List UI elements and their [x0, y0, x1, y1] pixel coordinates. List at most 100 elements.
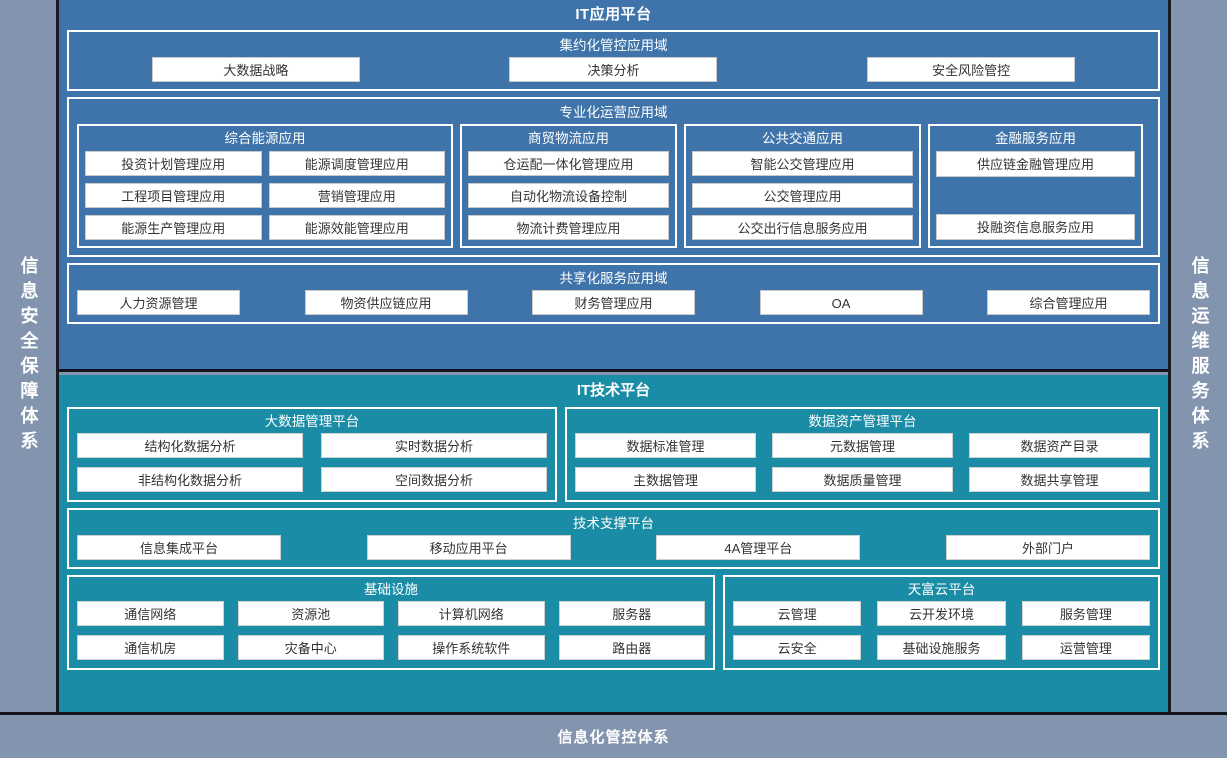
- app-item-big-data-strategy[interactable]: 大数据战略: [151, 57, 360, 82]
- tech-item-realtime-data-analysis[interactable]: 实时数据分析: [321, 433, 547, 458]
- subdomain-trade-logistics: 商贸物流应用 仓运配一体化管理应用 自动化物流设备控制 物流计费管理应用: [460, 124, 677, 248]
- app-item-financial-management[interactable]: 财务管理应用: [532, 290, 695, 315]
- app-item-energy-production-management[interactable]: 能源生产管理应用: [85, 215, 262, 240]
- group-data-asset-title: 数据资产管理平台: [808, 414, 917, 429]
- group-infrastructure-items: 通信网络 资源池 计算机网络 服务器 通信机房 灾备中心 操作系统软件 路由器: [77, 601, 705, 660]
- tech-item-structured-data-analysis[interactable]: 结构化数据分析: [77, 433, 303, 458]
- subdomain-public-transport-title: 公共交通应用: [762, 131, 843, 146]
- tech-item-service-management[interactable]: 服务管理: [1021, 601, 1150, 626]
- app-item-energy-dispatch-management[interactable]: 能源调度管理应用: [268, 151, 445, 176]
- domain-professional-title: 专业化运营应用域: [559, 105, 668, 120]
- tech-item-data-quality-management[interactable]: 数据质量管理: [772, 467, 953, 492]
- tech-item-4a-management-platform[interactable]: 4A管理平台: [656, 535, 861, 560]
- tech-item-infrastructure-service[interactable]: 基础设施服务: [877, 635, 1006, 660]
- tech-item-disaster-recovery-center[interactable]: 灾备中心: [237, 635, 384, 660]
- app-item-logistics-billing-management[interactable]: 物流计费管理应用: [468, 215, 669, 240]
- tech-item-information-integration-platform[interactable]: 信息集成平台: [77, 535, 281, 560]
- tech-row-infrastructure: 基础设施 通信网络 资源池 计算机网络 服务器 通信机房 灾备中心 操作系统软件…: [67, 575, 1160, 670]
- tech-item-resource-pool[interactable]: 资源池: [237, 601, 384, 626]
- app-item-investment-plan-management[interactable]: 投资计划管理应用: [85, 151, 262, 176]
- domain-professional-columns: 综合能源应用 投资计划管理应用 能源调度管理应用 工程项目管理应用 营销管理应用…: [77, 124, 1150, 248]
- tech-item-communication-network[interactable]: 通信网络: [77, 601, 224, 626]
- app-item-material-supply-chain[interactable]: 物资供应链应用: [304, 290, 468, 315]
- tech-item-computer-network[interactable]: 计算机网络: [398, 601, 545, 626]
- tech-item-spatial-data-analysis[interactable]: 空间数据分析: [321, 467, 547, 492]
- app-item-bus-travel-information-service[interactable]: 公交出行信息服务应用: [692, 215, 913, 240]
- tech-item-data-standard-management[interactable]: 数据标准管理: [575, 433, 756, 458]
- domain-shared-services: 共享化服务应用域 人力资源管理 物资供应链应用 财务管理应用 OA 综合管理应用: [67, 263, 1160, 324]
- tech-item-cloud-dev-environment[interactable]: 云开发环境: [877, 601, 1006, 626]
- app-item-decision-analysis[interactable]: 决策分析: [509, 57, 718, 82]
- app-item-comprehensive-management[interactable]: 综合管理应用: [987, 290, 1150, 315]
- domain-shared-title: 共享化服务应用域: [559, 271, 668, 286]
- subdomain-financial-services-items: 供应链金融管理应用 投融资信息服务应用: [936, 151, 1135, 241]
- group-technical-support-title: 技术支撑平台: [573, 516, 654, 531]
- domain-intensive-items: 大数据战略 决策分析 安全风险管控: [77, 57, 1150, 82]
- right-sidebar-it-operations: 信息运维服务体系: [1171, 0, 1227, 712]
- right-sidebar-label: 信息运维服务体系: [1189, 256, 1210, 456]
- tech-item-data-asset-catalog[interactable]: 数据资产目录: [969, 433, 1150, 458]
- technology-platform-title: IT技术平台: [576, 382, 651, 399]
- left-sidebar-label: 信息安全保障体系: [18, 256, 39, 456]
- app-item-energy-efficiency-management[interactable]: 能源效能管理应用: [268, 215, 445, 240]
- tech-item-mobile-application-platform[interactable]: 移动应用平台: [366, 535, 571, 560]
- app-item-placeholder: [936, 184, 1135, 208]
- domain-professional-operations: 专业化运营应用域 综合能源应用 投资计划管理应用 能源调度管理应用 工程项目管理…: [67, 97, 1160, 257]
- app-item-bus-management[interactable]: 公交管理应用: [692, 183, 913, 208]
- tech-row-data-platforms: 大数据管理平台 结构化数据分析 实时数据分析 非结构化数据分析 空间数据分析 数…: [67, 407, 1160, 502]
- tech-item-communication-room[interactable]: 通信机房: [77, 635, 224, 660]
- subdomain-public-transport-items: 智能公交管理应用 公交管理应用 公交出行信息服务应用: [692, 151, 913, 240]
- tech-item-operation-management[interactable]: 运营管理: [1021, 635, 1150, 660]
- app-item-oa[interactable]: OA: [759, 290, 923, 315]
- subdomain-financial-services-title: 金融服务应用: [995, 131, 1076, 146]
- group-cloud-items: 云管理 云开发环境 服务管理 云安全 基础设施服务 运营管理: [733, 601, 1150, 660]
- app-item-supply-chain-finance-management[interactable]: 供应链金融管理应用: [936, 151, 1135, 177]
- app-item-engineering-project-management[interactable]: 工程项目管理应用: [85, 183, 262, 208]
- group-big-data-management: 大数据管理平台 结构化数据分析 实时数据分析 非结构化数据分析 空间数据分析: [67, 407, 557, 502]
- main-column: IT应用平台 集约化管控应用域 大数据战略 决策分析 安全风险管控 专业化运营应…: [56, 0, 1171, 712]
- tech-item-master-data-management[interactable]: 主数据管理: [575, 467, 756, 492]
- subdomain-integrated-energy: 综合能源应用 投资计划管理应用 能源调度管理应用 工程项目管理应用 营销管理应用…: [77, 124, 453, 248]
- app-item-human-resource-management[interactable]: 人力资源管理: [77, 290, 240, 315]
- tech-item-operating-system-software[interactable]: 操作系统软件: [398, 635, 545, 660]
- tech-item-metadata-management[interactable]: 元数据管理: [772, 433, 953, 458]
- app-item-marketing-management[interactable]: 营销管理应用: [268, 183, 445, 208]
- subdomain-integrated-energy-items: 投资计划管理应用 能源调度管理应用 工程项目管理应用 营销管理应用 能源生产管理…: [85, 151, 445, 240]
- application-platform-title: IT应用平台: [575, 6, 652, 23]
- group-infrastructure-title: 基础设施: [364, 582, 418, 597]
- group-data-asset-items: 数据标准管理 元数据管理 数据资产目录 主数据管理 数据质量管理 数据共享管理: [575, 433, 1150, 492]
- group-data-asset-management: 数据资产管理平台 数据标准管理 元数据管理 数据资产目录 主数据管理 数据质量管…: [565, 407, 1160, 502]
- tech-item-router[interactable]: 路由器: [558, 635, 705, 660]
- tech-item-cloud-security[interactable]: 云安全: [733, 635, 862, 660]
- group-big-data-title: 大数据管理平台: [264, 414, 360, 429]
- group-technical-support-items: 信息集成平台 移动应用平台 4A管理平台 外部门户: [77, 535, 1150, 560]
- tech-item-external-portal[interactable]: 外部门户: [945, 535, 1150, 560]
- subdomain-trade-logistics-title: 商贸物流应用: [528, 131, 609, 146]
- group-big-data-items: 结构化数据分析 实时数据分析 非结构化数据分析 空间数据分析: [77, 433, 547, 492]
- app-item-automated-logistics-equipment-control[interactable]: 自动化物流设备控制: [468, 183, 669, 208]
- banner-separator: [0, 712, 1227, 715]
- tech-item-data-sharing-management[interactable]: 数据共享管理: [969, 467, 1150, 492]
- app-item-smart-bus-management[interactable]: 智能公交管理应用: [692, 151, 913, 176]
- it-application-platform: IT应用平台 集约化管控应用域 大数据战略 决策分析 安全风险管控 专业化运营应…: [59, 0, 1168, 372]
- bottom-banner-informatization-governance: 信息化管控体系: [0, 715, 1227, 758]
- domain-intensive-title: 集约化管控应用域: [559, 38, 668, 53]
- tech-item-unstructured-data-analysis[interactable]: 非结构化数据分析: [77, 467, 303, 492]
- domain-shared-items: 人力资源管理 物资供应链应用 财务管理应用 OA 综合管理应用: [77, 290, 1150, 315]
- group-tianfu-cloud-platform: 天富云平台 云管理 云开发环境 服务管理 云安全 基础设施服务 运营管理: [723, 575, 1160, 670]
- group-cloud-title: 天富云平台: [907, 582, 976, 597]
- tech-item-server[interactable]: 服务器: [558, 601, 705, 626]
- subdomain-integrated-energy-title: 综合能源应用: [224, 131, 306, 146]
- app-item-integrated-warehousing-delivery[interactable]: 仓运配一体化管理应用: [468, 151, 669, 176]
- domain-intensive-management: 集约化管控应用域 大数据战略 决策分析 安全风险管控: [67, 30, 1160, 91]
- group-technical-support-platform: 技术支撑平台 信息集成平台 移动应用平台 4A管理平台 外部门户: [67, 508, 1160, 569]
- left-sidebar-information-security: 信息安全保障体系: [0, 0, 56, 712]
- app-item-investment-financing-information-service[interactable]: 投融资信息服务应用: [936, 214, 1135, 241]
- tech-item-cloud-management[interactable]: 云管理: [733, 601, 862, 626]
- subdomain-financial-services: 金融服务应用 供应链金融管理应用 投融资信息服务应用: [928, 124, 1143, 248]
- it-technology-platform: IT技术平台 大数据管理平台 结构化数据分析 实时数据分析 非结构化数据分析 空…: [59, 375, 1168, 712]
- group-infrastructure: 基础设施 通信网络 资源池 计算机网络 服务器 通信机房 灾备中心 操作系统软件…: [67, 575, 715, 670]
- subdomain-trade-logistics-items: 仓运配一体化管理应用 自动化物流设备控制 物流计费管理应用: [468, 151, 669, 240]
- app-item-security-risk-control[interactable]: 安全风险管控: [867, 57, 1076, 82]
